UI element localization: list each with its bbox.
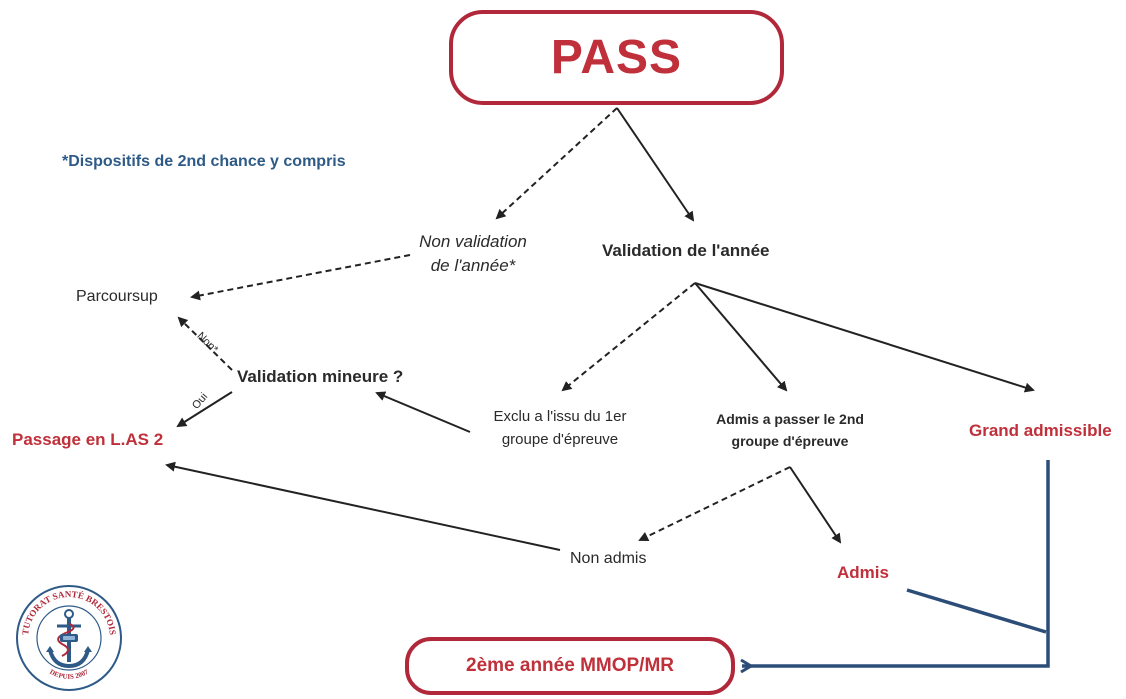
node-admis-passer-line2: groupe d'épreuve (731, 433, 849, 450)
arrow-validation-mineure-to-las2 (176, 391, 233, 428)
arrow-admis-passer-to-non-admis (638, 466, 791, 541)
node-validation: Validation de l'année (602, 241, 770, 260)
node-exclu-line2: groupe d'épreuve (501, 431, 619, 449)
pass-box: PASS (449, 10, 784, 105)
arrow-exclu-to-validation-mineure (375, 391, 471, 433)
arrow-validation-to-exclu (561, 282, 696, 392)
node-passage-las2: Passage en L.AS 2 (12, 430, 164, 449)
node-exclu-line1: Exclu a l'issu du 1er (493, 408, 627, 425)
deuxieme-annee-box: 2ème année MMOP/MR (405, 637, 735, 695)
arrow-admis-passer-to-admis (789, 466, 842, 544)
node-non-validation-line2: de l'année* (430, 255, 516, 275)
anchor-logo-icon: TUTORAT SANTÉ BRESTOIS DEPUIS 2007 (16, 585, 122, 691)
node-parcoursup: Parcoursup (76, 288, 158, 305)
arrow-pass-to-non-validation (495, 107, 618, 220)
tutorat-logo: TUTORAT SANTÉ BRESTOIS DEPUIS 2007 (10, 582, 128, 694)
node-non-validation-line1: Non validation (419, 232, 527, 251)
node-admis: Admis (837, 563, 889, 582)
node-non-validation: Non validation de l'année* (398, 232, 548, 275)
arrow-validation-to-grand-admissible (694, 282, 1035, 393)
arrow-non-admis-to-las2 (165, 461, 561, 551)
arrow-validation-mineure-to-parcoursup (177, 316, 233, 371)
arrow-non-validation-to-parcoursup (190, 254, 411, 301)
node-validation-mineure: Validation mineure ? (237, 367, 404, 386)
arrow-pass-to-validation (616, 107, 695, 222)
node-exclu: Exclu a l'issu du 1er groupe d'épreuve (470, 408, 650, 449)
arrow-grand-admissible-to-2eme-annee (742, 460, 1050, 666)
node-deuxieme-annee: 2ème année MMOP/MR (466, 655, 674, 676)
arrow-validation-to-admis-passer (694, 282, 788, 392)
node-non-admis: Non admis (570, 550, 647, 567)
line-admis-to-junction (906, 588, 1047, 634)
page-title: PASS (550, 31, 683, 84)
node-admis-passer: Admis a passer le 2nd groupe d'épreuve (695, 411, 885, 449)
note-text: *Dispositifs de 2nd chance y compris (62, 153, 346, 170)
node-grand-admissible: Grand admissible (969, 421, 1112, 440)
node-admis-passer-line1: Admis a passer le 2nd (716, 411, 864, 427)
